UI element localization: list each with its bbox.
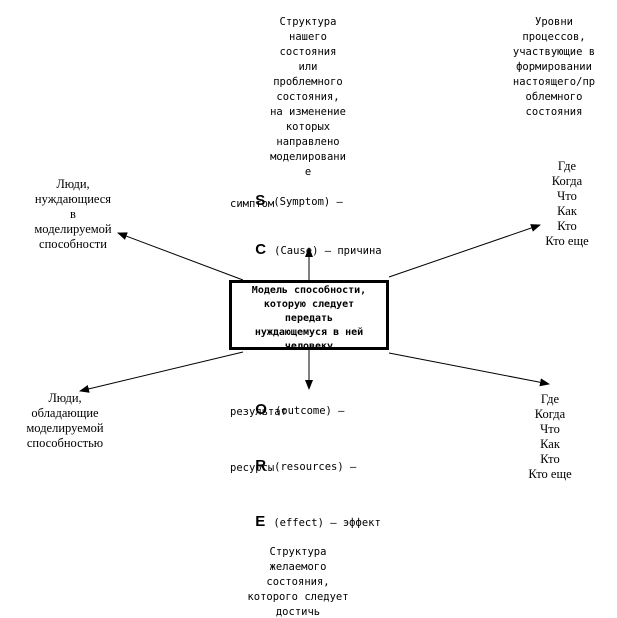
- arrow-upper-left: [117, 232, 244, 281]
- score-letter-e: E: [255, 513, 266, 530]
- arrow-lower-right: [388, 352, 550, 387]
- score-letter-o: O: [255, 401, 267, 418]
- score-item-o: O (outcome) –: [230, 387, 345, 434]
- left-upper-text: Люди, нуждающиеся в моделируемой способн…: [34, 177, 112, 251]
- central-box-text: Модель способности, которую следует пере…: [251, 285, 367, 350]
- top-center-text: Структура нашего состояния или проблемно…: [270, 16, 346, 175]
- score-term-o: (outcome) –: [274, 405, 345, 417]
- score-letter-r: R: [255, 457, 267, 474]
- score-item-e: E (effect) – эффект: [230, 499, 381, 546]
- score-letter-s: S: [255, 192, 266, 209]
- score-term-e: (effect) – эффект: [273, 517, 381, 529]
- right-upper-list: Где Когда Что Как Кто Кто еще: [545, 159, 589, 248]
- left-lower-text: Люди, обладающие моделируемой способност…: [26, 391, 104, 450]
- score-item-s: S (Symptom) –: [230, 178, 343, 225]
- arrow-upper-right: [388, 224, 541, 278]
- score-translation-r: ресурсы: [230, 462, 275, 474]
- score-item-c: C (Cause) – причина: [230, 227, 382, 274]
- score-translation-s: симптом: [230, 198, 275, 210]
- score-term-s: (Symptom) –: [273, 196, 343, 208]
- score-term-c: (Cause) – причина: [274, 245, 382, 257]
- central-model-box: Модель способности, которую следует пере…: [229, 280, 389, 350]
- score-item-r: R (resources) –: [230, 443, 356, 490]
- bottom-center-text: Структура желаемого состояния, которого …: [247, 546, 349, 618]
- score-translation-o: результат: [230, 406, 287, 418]
- score-letter-c: C: [255, 241, 267, 258]
- arrow-lower-left: [79, 351, 244, 393]
- right-lower-list: Где Когда Что Как Кто Кто еще: [528, 392, 572, 481]
- top-right-text: Уровни процессов, участвующие в формиров…: [512, 16, 596, 118]
- score-term-r: (resources) –: [274, 461, 357, 473]
